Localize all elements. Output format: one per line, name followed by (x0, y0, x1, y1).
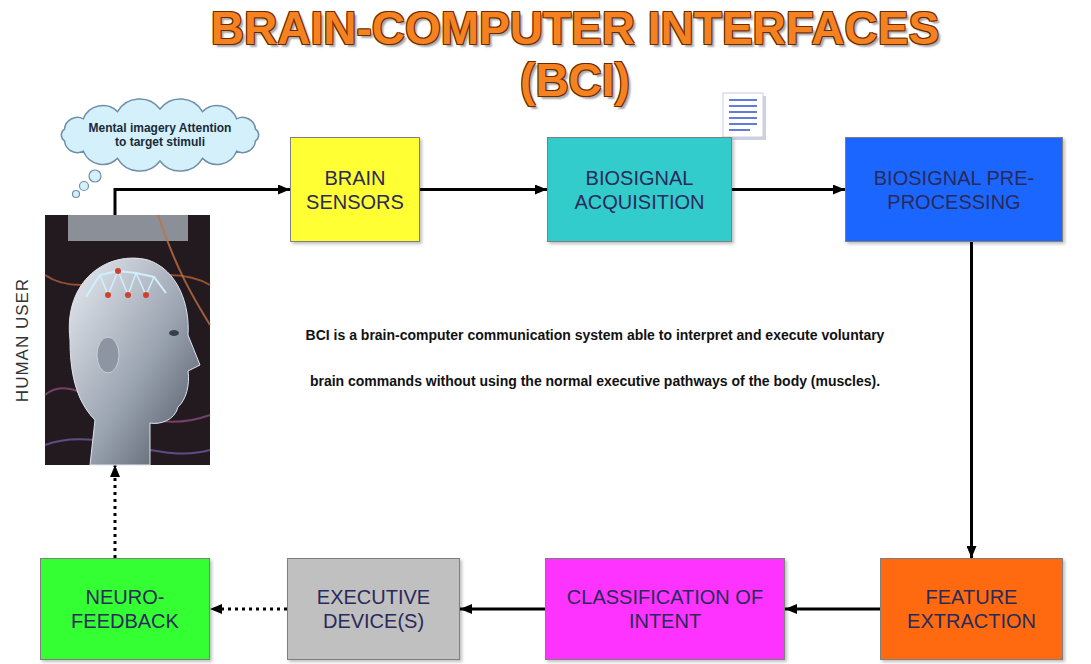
thought-bubble: Mental imagery Attention to target stimu… (52, 100, 268, 170)
node-label: EXECUTIVE DEVICE(S) (298, 585, 449, 633)
node-label: FEATURE EXTRACTION (891, 585, 1052, 633)
document-icon (722, 92, 768, 142)
node-label: BIOSIGNAL PRE- PROCESSING (856, 166, 1052, 214)
process-box: BIOSIGNAL PRE- PROCESSING (845, 137, 1063, 242)
flow-arrow (732, 188, 845, 191)
node-label: BRAIN SENSORS (301, 166, 409, 214)
process-box: BRAIN SENSORS (290, 137, 420, 242)
flow-arrow (785, 608, 880, 611)
diagram-title: BRAIN-COMPUTER INTERFACES (BCI) (175, 2, 975, 106)
process-box: CLASSIFICATION OF INTENT (545, 558, 785, 660)
feedback-arrow (210, 608, 287, 611)
description-note: BCI is a brain-computer communication sy… (300, 312, 890, 404)
flow-arrow (420, 188, 547, 191)
process-box: FEATURE EXTRACTION (880, 558, 1063, 660)
node-label: Mental imagery Attention to target stimu… (85, 121, 235, 149)
node-label: CLASSIFICATION OF INTENT (556, 585, 774, 633)
side-label: HUMAN USER (13, 278, 33, 402)
node-label: NEURO- FEEDBACK (51, 585, 199, 633)
flow-arrow (115, 190, 290, 216)
process-box: EXECUTIVE DEVICE(S) (287, 558, 460, 660)
feedback-arrow (114, 465, 117, 558)
head-illustration (8, 215, 210, 465)
label-holder: HUMAN USER (8, 215, 38, 465)
human-user: HUMAN USER (8, 215, 210, 465)
flow-arrow (970, 242, 973, 558)
process-box: NEURO- FEEDBACK (40, 558, 210, 660)
process-box: BIOSIGNAL ACQUISITION (547, 137, 732, 242)
node-label: BIOSIGNAL ACQUISITION (558, 166, 721, 214)
flow-arrow (460, 608, 545, 611)
